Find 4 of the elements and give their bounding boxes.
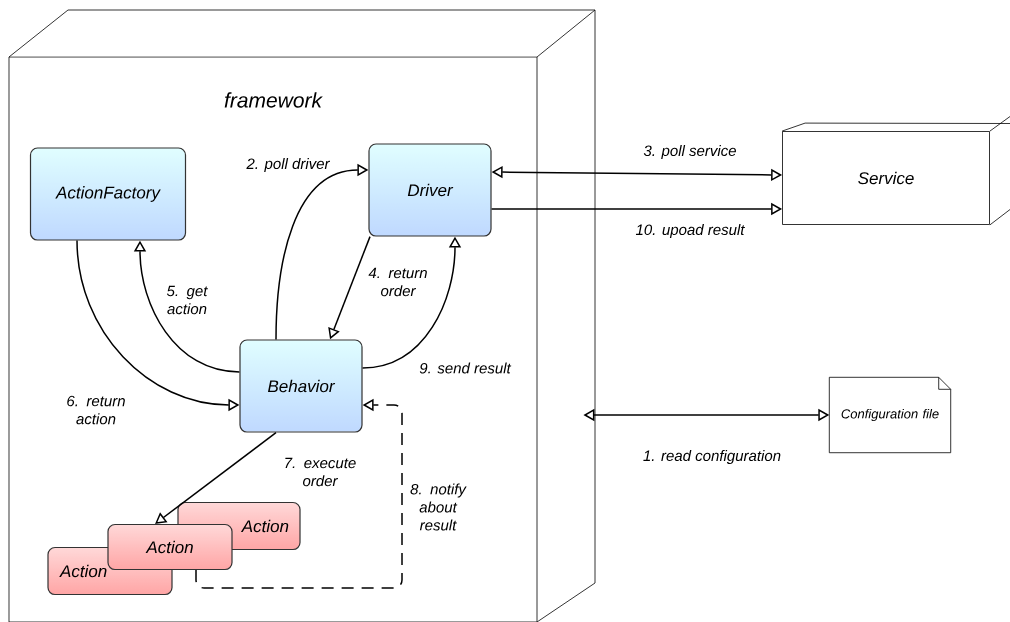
edge-label: 3. poll service (642, 144, 738, 160)
edge-label: 10. upoad result (634, 223, 746, 239)
edge-label: 1. read configuration (641, 449, 783, 465)
service-box: Service (781, 116, 1010, 226)
